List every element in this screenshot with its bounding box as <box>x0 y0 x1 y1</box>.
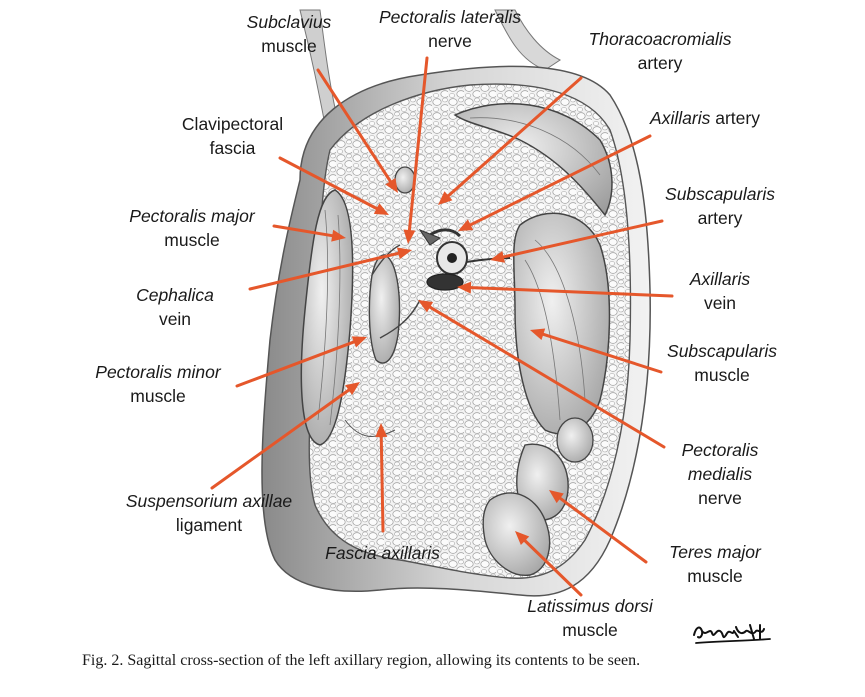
label-line: medialis <box>687 464 753 484</box>
leader-arrow <box>403 56 429 244</box>
leader-arrow <box>278 156 389 215</box>
label-pectoralis-major: Pectoralis major muscle <box>112 204 272 252</box>
label-line: Pectoralis major <box>129 206 255 226</box>
label-line: muscle <box>687 566 743 586</box>
label-line: Pectoralis lateralis <box>379 7 521 27</box>
label-line: muscle <box>694 365 750 385</box>
label-subscapularis-muscle: Subscapularis muscle <box>652 339 792 387</box>
leader-arrow <box>316 68 398 193</box>
leader-arrow <box>272 224 346 242</box>
label-line: ligament <box>175 515 243 535</box>
label-pectoralis-medialis: Pectoralis medialis nerve <box>665 438 775 510</box>
label-line: nerve <box>428 31 472 51</box>
label-line: vein <box>703 293 737 313</box>
label-latissimus: Latissimus dorsi muscle <box>500 594 680 642</box>
leader-arrow <box>235 336 367 388</box>
leader-arrow <box>549 490 648 564</box>
leader-arrow <box>210 382 360 490</box>
arm-outline <box>494 9 561 71</box>
label-suspensorium: Suspensorium axillae ligament <box>104 489 314 537</box>
leader-arrow <box>515 531 583 597</box>
label-line: Axillaris <box>689 269 751 289</box>
label-thoracoacromialis: Thoracoacromialis artery <box>560 27 760 75</box>
label-pectoralis-minor: Pectoralis minor muscle <box>78 360 238 408</box>
figure-caption: Fig. 2. Sagittal cross-section of the le… <box>82 652 641 669</box>
leader-arrow <box>375 423 388 533</box>
leader-arrow <box>418 300 666 449</box>
label-line: muscle <box>562 620 618 640</box>
label-line: Subscapularis <box>665 184 775 204</box>
leader-arrow <box>457 281 674 298</box>
leader-arrow <box>458 134 652 231</box>
label-teres-major: Teres major muscle <box>650 540 780 588</box>
leader-arrow <box>490 219 664 263</box>
artist-signature <box>693 624 771 644</box>
label-line: vein <box>158 309 192 329</box>
label-line: Clavipectoral <box>181 114 284 134</box>
label-pectoralis-lateralis: Pectoralis lateralis nerve <box>360 5 540 53</box>
thoracoacromial-band <box>453 102 613 217</box>
label-line: artery <box>697 208 743 228</box>
label-line: artery <box>637 53 683 73</box>
label-line: muscle <box>164 230 220 250</box>
pectoralis-minor-shape <box>368 254 401 364</box>
label-fascia-axillaris: Fascia axillaris <box>305 541 460 565</box>
label-line: Pectoralis minor <box>95 362 221 382</box>
label-line: Latissimus dorsi <box>527 596 653 616</box>
label-line: Subscapularis <box>667 341 777 361</box>
label-subclavius: Subclavius muscle <box>234 10 344 58</box>
label-line: muscle <box>261 36 317 56</box>
label-subscapularis-artery: Subscapularis artery <box>650 182 790 230</box>
label-line: Suspensorium axillae <box>125 491 293 511</box>
axillary-vein-shape <box>426 273 464 291</box>
leader-arrow <box>438 76 583 205</box>
label-axillaris-artery: Axillaris artery <box>630 106 780 130</box>
label-cephalica: Cephalica vein <box>130 283 220 331</box>
label-line: Axillaris artery <box>650 108 760 128</box>
label-line: Teres major <box>669 542 761 562</box>
label-line: muscle <box>130 386 186 406</box>
label-line: Thoracoacromialis <box>588 29 732 49</box>
fascia-line <box>344 419 396 438</box>
label-line: Cephalica <box>136 285 214 305</box>
label-line: nerve <box>698 488 742 508</box>
label-line: Pectoralis <box>681 440 759 460</box>
label-line: Fascia axillaris <box>325 543 440 563</box>
leader-arrow <box>248 247 412 291</box>
label-line: Subclavius <box>246 12 332 32</box>
label-line: fascia <box>209 138 256 158</box>
leader-arrow <box>530 328 663 374</box>
label-clavipectoral: Clavipectoral fascia <box>160 112 305 160</box>
label-axillaris-vein: Axillaris vein <box>680 267 760 315</box>
